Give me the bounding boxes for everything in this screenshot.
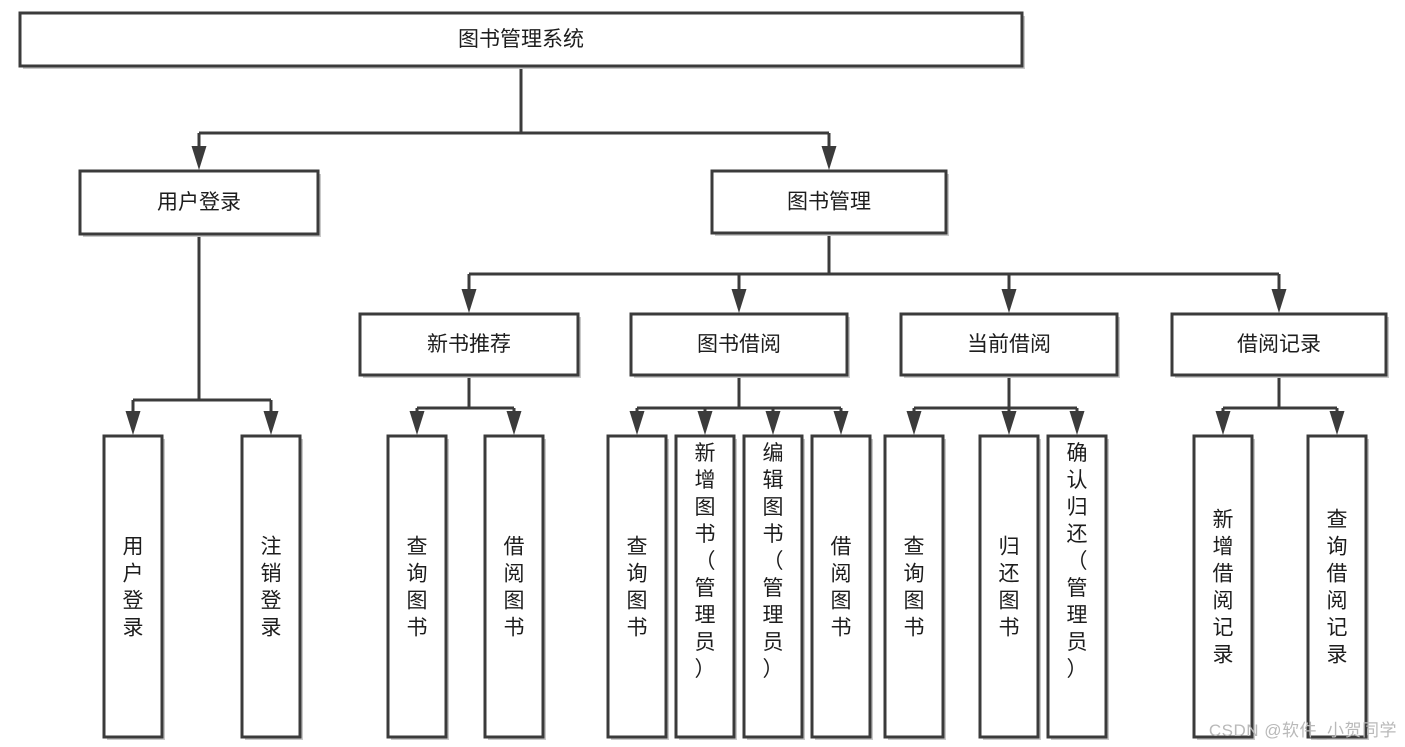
node-rect[interactable]: [240, 434, 302, 739]
node-leaf-add-borrow-record[interactable]: 新增借阅记录: [1192, 434, 1255, 740]
arrow-head-icon: [765, 411, 781, 435]
node-rect[interactable]: [1306, 434, 1368, 739]
node-label: 新增图书（管理员）: [695, 442, 716, 681]
node-current-borrow[interactable]: 当前借阅: [899, 312, 1120, 378]
node-label: 确认归还（管理员）: [1067, 442, 1088, 681]
node-rect[interactable]: [742, 434, 804, 739]
node-rect[interactable]: [978, 434, 1040, 739]
arrow-head-icon: [833, 411, 849, 435]
node-label: 当前借阅: [967, 333, 1051, 356]
node-rect[interactable]: [18, 11, 1024, 68]
arrow-head-icon: [461, 289, 477, 313]
node-label: 编辑图书（管理员）: [763, 442, 784, 681]
node-label: 查询图书: [407, 536, 428, 640]
node-label: 图书管理: [787, 191, 871, 214]
node-leaf-confirm-return-admin[interactable]: 确认归还（管理员）: [1046, 434, 1109, 740]
node-label: 借阅图书: [504, 536, 525, 640]
node-label: 借阅图书: [831, 536, 852, 640]
node-label: 注销登录: [261, 536, 282, 640]
node-leaf-return-book[interactable]: 归还图书: [978, 434, 1041, 740]
node-label: 图书借阅: [697, 333, 781, 356]
arrow-head-icon: [409, 411, 425, 435]
arrow-head-icon: [506, 411, 522, 435]
node-rect[interactable]: [883, 434, 945, 739]
arrow-head-icon: [191, 146, 207, 170]
node-rect[interactable]: [483, 434, 545, 739]
node-rect[interactable]: [899, 312, 1119, 377]
node-rect[interactable]: [1170, 312, 1388, 377]
node-label: 新增借阅记录: [1213, 509, 1234, 667]
node-rect[interactable]: [78, 169, 320, 236]
arrow-head-icon: [1001, 289, 1017, 313]
node-book-borrow[interactable]: 图书借阅: [629, 312, 850, 378]
node-rect[interactable]: [1192, 434, 1254, 739]
node-new-book-recommend[interactable]: 新书推荐: [358, 312, 581, 378]
node-leaf-query-book-1[interactable]: 查询图书: [386, 434, 449, 740]
arrow-head-icon: [1329, 411, 1345, 435]
node-label: 归还图书: [999, 536, 1020, 640]
arrow-head-icon: [1271, 289, 1287, 313]
node-rect[interactable]: [674, 434, 736, 739]
arrow-head-icon: [125, 411, 141, 435]
node-layer: 图书管理系统用户登录图书管理新书推荐图书借阅当前借阅借阅记录用户登录注销登录查询…: [18, 11, 1389, 740]
node-leaf-query-borrow-record[interactable]: 查询借阅记录: [1306, 434, 1369, 740]
node-rect[interactable]: [710, 169, 948, 235]
node-label: 借阅记录: [1237, 333, 1321, 356]
arrow-head-icon: [1001, 411, 1017, 435]
node-leaf-add-book-admin[interactable]: 新增图书（管理员）: [674, 434, 737, 740]
node-rect[interactable]: [606, 434, 668, 739]
node-leaf-borrow-book-2[interactable]: 借阅图书: [810, 434, 873, 740]
node-label: 新书推荐: [427, 333, 511, 356]
node-root[interactable]: 图书管理系统: [18, 11, 1025, 69]
node-user-login[interactable]: 用户登录: [78, 169, 321, 237]
node-leaf-user-login[interactable]: 用户登录: [102, 434, 165, 740]
node-rect[interactable]: [629, 312, 849, 377]
arrow-head-icon: [731, 289, 747, 313]
node-rect[interactable]: [810, 434, 872, 739]
node-leaf-borrow-book-1[interactable]: 借阅图书: [483, 434, 546, 740]
node-leaf-query-book-2[interactable]: 查询图书: [606, 434, 669, 740]
connector-layer: [125, 66, 1345, 435]
arrow-head-icon: [906, 411, 922, 435]
node-rect[interactable]: [386, 434, 448, 739]
node-label: 查询图书: [627, 536, 648, 640]
arrow-head-icon: [629, 411, 645, 435]
node-label: 用户登录: [123, 536, 144, 640]
watermark-label: CSDN @软件_小贺同学: [1208, 721, 1397, 740]
node-label: 查询图书: [904, 536, 925, 640]
arrow-head-icon: [1069, 411, 1085, 435]
node-leaf-query-book-3[interactable]: 查询图书: [883, 434, 946, 740]
node-rect[interactable]: [358, 312, 580, 377]
node-label: 查询借阅记录: [1327, 509, 1348, 667]
arrow-head-icon: [263, 411, 279, 435]
arrow-head-icon: [697, 411, 713, 435]
node-rect[interactable]: [102, 434, 164, 739]
node-borrow-record[interactable]: 借阅记录: [1170, 312, 1389, 378]
arrow-head-icon: [821, 146, 837, 170]
node-rect[interactable]: [1046, 434, 1108, 739]
node-book-management[interactable]: 图书管理: [710, 169, 949, 236]
node-label: 图书管理系统: [458, 28, 584, 51]
node-label: 用户登录: [157, 191, 241, 214]
arrow-head-icon: [1215, 411, 1231, 435]
node-leaf-edit-book-admin[interactable]: 编辑图书（管理员）: [742, 434, 805, 740]
node-leaf-logout[interactable]: 注销登录: [240, 434, 303, 740]
